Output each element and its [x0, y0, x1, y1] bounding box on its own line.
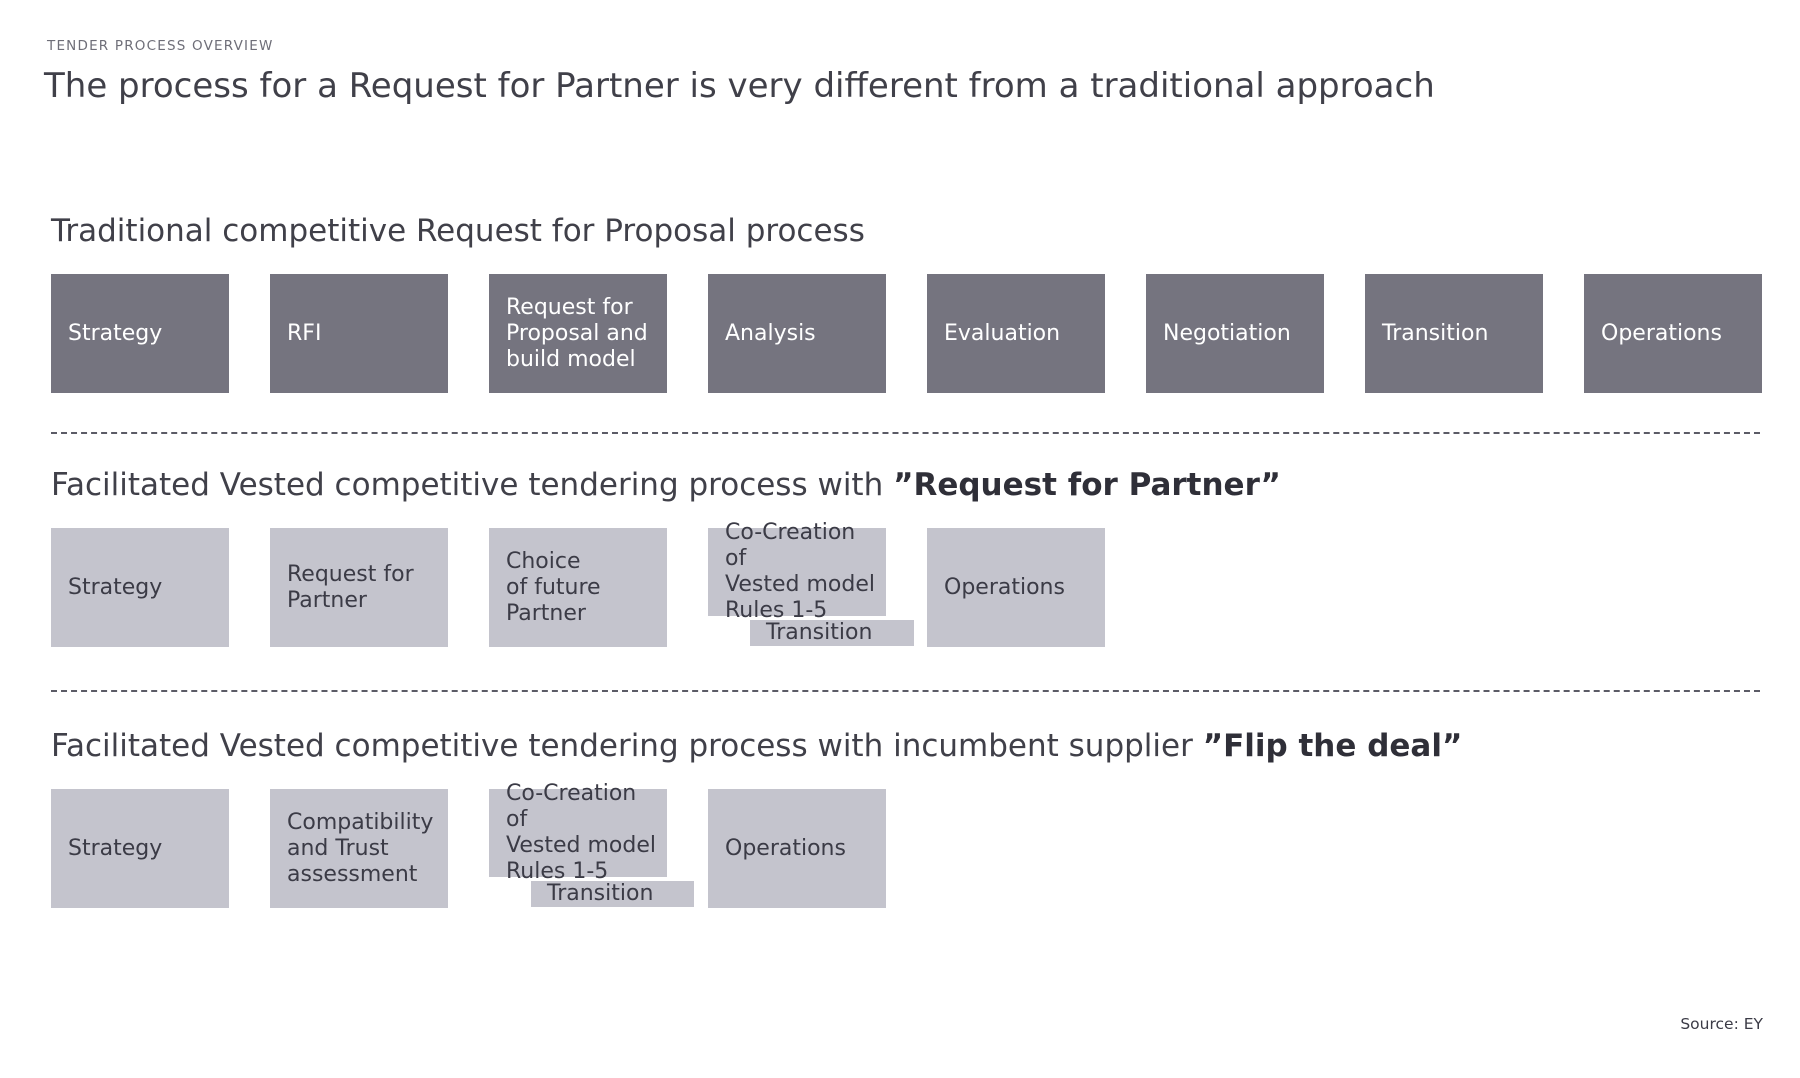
step-label: Analysis — [725, 320, 816, 346]
step-operations: Operations — [1584, 274, 1762, 393]
step-label: Choice of future Partner — [506, 548, 601, 626]
section-title-text: Facilitated Vested competitive tendering… — [51, 467, 894, 503]
transition-tag: Transition — [531, 881, 694, 907]
section-title-text: Facilitated Vested competitive tendering… — [51, 728, 1203, 764]
step-operations: Operations — [927, 528, 1105, 647]
step-label: Strategy — [68, 320, 163, 346]
step-label: RFI — [287, 320, 322, 346]
section-title-request-for-partner: Facilitated Vested competitive tendering… — [51, 467, 1281, 503]
section-title-text: Traditional competitive Request for Prop… — [51, 213, 865, 249]
step-negotiation: Negotiation — [1146, 274, 1324, 393]
step-rfi: RFI — [270, 274, 448, 393]
step-label: Compatibility and Trust assessment — [287, 809, 434, 887]
step-label: Co-Creation of Vested model Rules 1-5 — [506, 781, 656, 884]
step-strategy: Strategy — [51, 789, 229, 908]
step-label: Operations — [725, 835, 846, 861]
step-choice-of-partner: Choice of future Partner — [489, 528, 667, 647]
section-divider — [51, 432, 1760, 434]
section-divider — [51, 690, 1760, 692]
step-label: Evaluation — [944, 320, 1061, 346]
step-co-creation: Co-Creation of Vested model Rules 1-5 — [708, 520, 886, 623]
step-label: Request for Proposal and build model — [506, 294, 648, 372]
transition-tag: Transition — [750, 620, 914, 646]
step-label: Strategy — [68, 835, 163, 861]
section-title-emphasis: ”Request for Partner” — [893, 467, 1281, 503]
step-evaluation: Evaluation — [927, 274, 1105, 393]
step-label: Negotiation — [1163, 320, 1291, 346]
step-operations: Operations — [708, 789, 886, 908]
step-request-for-partner: Request for Partner — [270, 528, 448, 647]
step-strategy: Strategy — [51, 274, 229, 393]
section-title-flip-the-deal: Facilitated Vested competitive tendering… — [51, 728, 1462, 764]
step-label: Request for Partner — [287, 561, 414, 613]
section-title-traditional: Traditional competitive Request for Prop… — [51, 213, 865, 249]
eyebrow-label: TENDER PROCESS OVERVIEW — [47, 38, 274, 54]
step-request-for-proposal: Request for Proposal and build model — [489, 274, 667, 393]
step-label: Transition — [1382, 320, 1489, 346]
step-strategy: Strategy — [51, 528, 229, 647]
step-label: Co-Creation of Vested model Rules 1-5 — [725, 520, 875, 623]
source-note: Source: EY — [1680, 1015, 1763, 1033]
page-title: The process for a Request for Partner is… — [44, 66, 1435, 106]
section-title-emphasis: ”Flip the deal” — [1202, 728, 1463, 764]
step-label: Strategy — [68, 574, 163, 600]
step-analysis: Analysis — [708, 274, 886, 393]
step-co-creation: Co-Creation of Vested model Rules 1-5 — [489, 781, 667, 884]
step-compatibility-assessment: Compatibility and Trust assessment — [270, 789, 448, 908]
step-label: Operations — [944, 574, 1065, 600]
step-label: Operations — [1601, 320, 1722, 346]
step-transition: Transition — [1365, 274, 1543, 393]
